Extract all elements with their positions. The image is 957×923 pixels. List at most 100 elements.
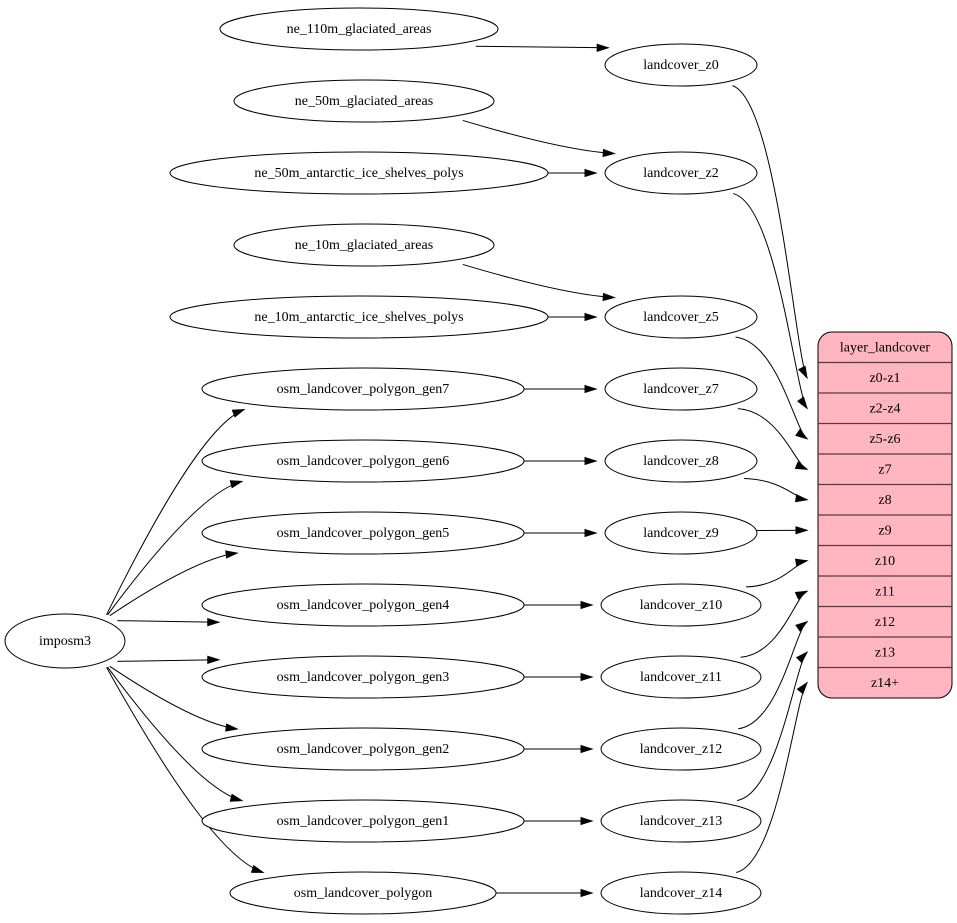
edge-arrowhead (207, 655, 221, 665)
graph-node-ne_110m_glaciated_areas[interactable]: ne_110m_glaciated_areas (219, 7, 499, 51)
edge-to-record-row (736, 682, 808, 873)
graph-node-landcover_z8[interactable]: landcover_z8 (604, 439, 758, 483)
edge-arrowhead (794, 558, 809, 567)
graph-node-landcover_z2[interactable]: landcover_z2 (604, 151, 758, 195)
node-ellipse (604, 439, 758, 483)
node-label: landcover_z5 (643, 310, 718, 325)
record-node-layer_landcover[interactable]: layer_landcoverz0-z1z2-z4z5-z6z7z8z9z10z… (817, 331, 953, 699)
node-label: ne_10m_antarctic_ice_shelves_polys (254, 310, 463, 325)
edge-arrowhead (584, 456, 598, 466)
node-ellipse (604, 367, 758, 411)
node-label: osm_landcover_polygon_gen2 (277, 742, 450, 757)
edge-arrowhead (602, 148, 616, 158)
graph-node-osm_landcover_polygon[interactable]: osm_landcover_polygon (229, 871, 497, 915)
graph-node-landcover_z7[interactable]: landcover_z7 (604, 367, 758, 411)
edge-node-to-node (462, 119, 615, 155)
graph-node-landcover_z5[interactable]: landcover_z5 (604, 295, 758, 339)
graph-node-osm_landcover_polygon_gen7[interactable]: osm_landcover_polygon_gen7 (201, 367, 525, 411)
edge-arrowhead (584, 384, 598, 394)
record-row-label: z12 (875, 615, 895, 630)
graph-node-osm_landcover_polygon_gen1[interactable]: osm_landcover_polygon_gen1 (201, 799, 525, 843)
edge-arrowhead (225, 550, 239, 559)
node-label: osm_landcover_polygon_gen4 (277, 598, 450, 613)
node-ellipse (600, 799, 762, 843)
node-ellipse (201, 511, 525, 555)
edge-arrowhead (596, 43, 610, 52)
graph-node-ne_10m_glaciated_areas[interactable]: ne_10m_glaciated_areas (233, 223, 495, 267)
node-label: osm_landcover_polygon (294, 886, 432, 901)
node-label: osm_landcover_polygon_gen1 (277, 814, 450, 829)
node-label: osm_landcover_polygon_gen6 (277, 454, 450, 469)
edge-arrowhead (798, 365, 808, 380)
edges-layer (106, 43, 809, 898)
edge-arrowhead (229, 480, 244, 489)
edge-to-record-row (732, 85, 808, 378)
node-label: landcover_z11 (640, 670, 722, 685)
node-label: osm_landcover_polygon_gen7 (277, 382, 450, 397)
graph-node-osm_landcover_polygon_gen3[interactable]: osm_landcover_polygon_gen3 (201, 655, 525, 699)
node-label: osm_landcover_polygon_gen5 (277, 526, 450, 541)
node-label: ne_110m_glaciated_areas (287, 22, 432, 37)
edge-arrowhead (207, 617, 221, 627)
graph-node-ne_10m_antarctic_ice_shelves_polys[interactable]: ne_10m_antarctic_ice_shelves_polys (169, 295, 549, 339)
record-row-label: z9 (878, 523, 891, 538)
node-ellipse (604, 295, 758, 339)
node-label: ne_10m_glaciated_areas (295, 238, 433, 253)
node-label: osm_landcover_polygon_gen3 (277, 670, 450, 685)
node-ellipse (604, 511, 758, 555)
graph-node-osm_landcover_polygon_gen6[interactable]: osm_landcover_polygon_gen6 (201, 439, 525, 483)
edge-arrowhead (584, 528, 598, 538)
graph-node-ne_50m_antarctic_ice_shelves_polys[interactable]: ne_50m_antarctic_ice_shelves_polys (169, 151, 549, 195)
graph-node-ne_50m_glaciated_areas[interactable]: ne_50m_glaciated_areas (233, 79, 495, 123)
record-row-label: z14+ (871, 676, 899, 691)
node-label: landcover_z14 (640, 886, 722, 901)
node-label: ne_50m_antarctic_ice_shelves_polys (254, 166, 463, 181)
graph-node-osm_landcover_polygon_gen2[interactable]: osm_landcover_polygon_gen2 (201, 727, 525, 771)
node-ellipse (201, 439, 525, 483)
node-ellipse (600, 583, 762, 627)
graph-node-landcover_z10[interactable]: landcover_z10 (600, 583, 762, 627)
graph-node-landcover_z12[interactable]: landcover_z12 (600, 727, 762, 771)
edge-arrowhead (796, 396, 808, 410)
node-ellipse (600, 727, 762, 771)
record-row-label: z2-z4 (869, 401, 900, 416)
edge-arrowhead (584, 168, 598, 178)
node-label: landcover_z8 (643, 454, 718, 469)
edge-arrowhead (794, 590, 809, 600)
node-ellipse (604, 151, 758, 195)
graph-node-landcover_z13[interactable]: landcover_z13 (600, 799, 762, 843)
node-ellipse (201, 583, 525, 627)
node-label: landcover_z0 (643, 58, 718, 73)
node-label: imposm3 (39, 634, 91, 649)
node-ellipse (600, 871, 762, 915)
graph-node-imposm3[interactable]: imposm3 (4, 613, 126, 669)
graph-node-osm_landcover_polygon_gen4[interactable]: osm_landcover_polygon_gen4 (201, 583, 525, 627)
edge-node-to-node (107, 480, 242, 616)
record-row-label: z13 (875, 645, 895, 660)
graph-node-landcover_z11[interactable]: landcover_z11 (600, 655, 762, 699)
edge-arrowhead (580, 888, 594, 898)
edge-arrowhead (580, 744, 594, 754)
graph-node-landcover_z9[interactable]: landcover_z9 (604, 511, 758, 555)
edge-arrowhead (584, 312, 598, 322)
node-label: landcover_z7 (643, 382, 718, 397)
record-row-label: z11 (875, 584, 895, 599)
graph-node-landcover_z0[interactable]: landcover_z0 (604, 43, 758, 87)
edge-arrowhead (580, 600, 594, 610)
node-ellipse (604, 43, 758, 87)
node-label: landcover_z10 (640, 598, 722, 613)
record-title: layer_landcover (840, 340, 931, 355)
edge-arrowhead (602, 292, 616, 302)
edge-arrowhead (229, 793, 244, 802)
edge-arrowhead (580, 816, 594, 826)
node-label: landcover_z2 (643, 166, 718, 181)
graph-node-osm_landcover_polygon_gen5[interactable]: osm_landcover_polygon_gen5 (201, 511, 525, 555)
edge-arrowhead (795, 493, 809, 503)
record-row-label: z0-z1 (869, 371, 900, 386)
nodes-layer: ne_110m_glaciated_areas ne_50m_glaciated_… (4, 7, 762, 915)
record-row-label: z7 (878, 462, 891, 477)
graph-node-landcover_z14[interactable]: landcover_z14 (600, 871, 762, 915)
edge-arrowhead (795, 651, 809, 664)
